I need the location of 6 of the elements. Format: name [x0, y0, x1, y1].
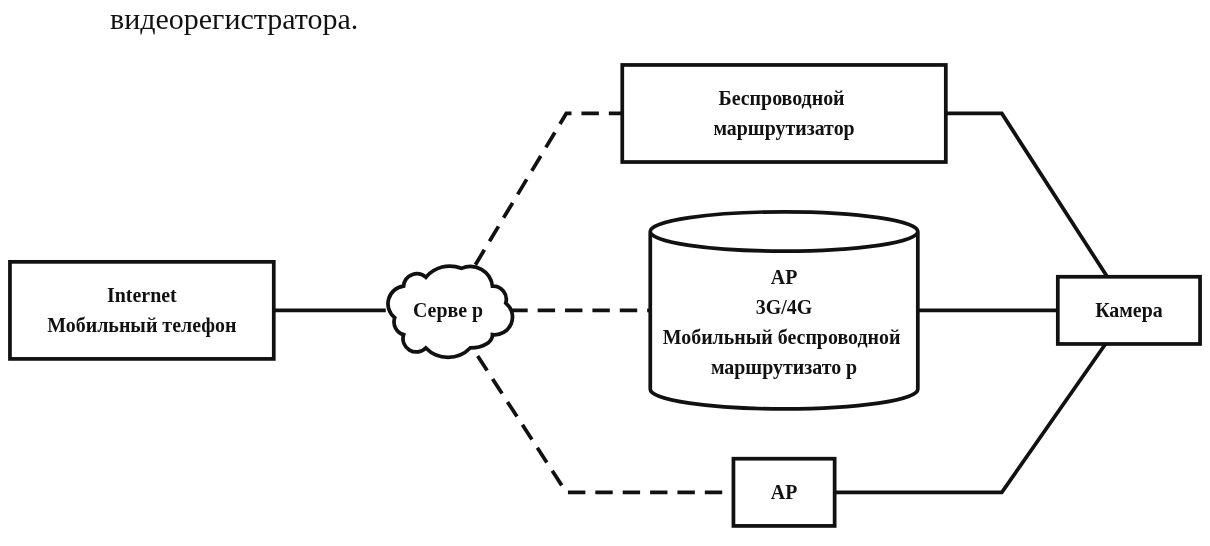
node-box: AP [731, 456, 837, 528]
connector [510, 308, 651, 312]
node-box: Беспроводной маршрутизатор [620, 62, 948, 164]
node-box: Internet Мобильный телефон [8, 259, 276, 361]
caption-text: видеорегистратора. [110, 2, 359, 35]
node-box: Камера [1055, 274, 1202, 346]
